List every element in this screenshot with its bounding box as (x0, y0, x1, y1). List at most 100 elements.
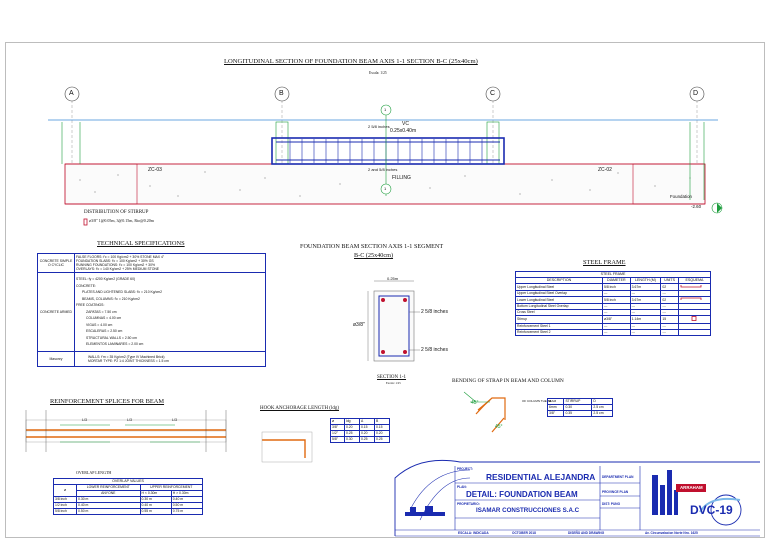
spec-line: STRUCTURAL WALLS = 2.50 cm (86, 335, 137, 340)
brand-label: ARRAHAM (680, 485, 703, 490)
spec-line: BEAMS, COLUMNS: f'c = 210 Kg/cm2 (82, 296, 140, 301)
stirrup-title: DISTRIBUTION OF STIRRUP (84, 210, 149, 215)
section-bottom-bars: 2 5/8 inches (421, 347, 448, 353)
sheet-code: DVC-19 (690, 503, 733, 517)
axis-bubble-b: B (279, 90, 284, 97)
splice-lbl-1: L/3 (82, 418, 87, 422)
spec-line: ESCALERAS = 2.50 cm (86, 329, 123, 334)
bending-title: BENDING OF STRAP IN BEAM AND COLUMN (452, 378, 564, 384)
spec-line: STEEL: fy = 4200 Kg/cm2 (GRADE 60) (76, 277, 136, 282)
spec-content: FALSE FLOORS: f'c = 100 Kg/cm2 + 30% STO… (74, 253, 266, 273)
cell: 2.5 cm (591, 410, 613, 417)
spec-content: WALLS: f'm = 35 Kg/cm2 (Type IV Machined… (74, 351, 266, 367)
hook-title: HOOK ANCHORAGE LENGTH (ldg) (260, 406, 340, 411)
table-row: Reinforcement Steel 2--------- (515, 329, 712, 336)
axis-bubble-d: D (693, 90, 699, 97)
bottom-rebar-label: 2 and 5/8 inches (368, 167, 398, 172)
overlap-length-label: OVERLAP LENGTH (76, 470, 112, 475)
splice-lbl-2: L/3 (127, 418, 132, 422)
field-district: DIST: PUNO (602, 502, 621, 506)
foot-address: Av. Circunvalacion Norte Nro. 1625 (645, 531, 698, 535)
section-scale: Escala: 1/25 (386, 381, 401, 385)
axis-bubble-c: C (490, 90, 496, 97)
section-marker-bottom: 1 (384, 186, 387, 191)
table-row: CONCRETE SIMPLE O CYCLIC FALSE FLOORS: f… (37, 253, 266, 273)
table-row: Reinforcement Steel 1--------- (515, 323, 712, 330)
spec-line: RUNNING FOUNDATIONS: f'c = 100 Kg/cm2 + … (76, 263, 155, 267)
section-top-bars: 2 5/8 inches (421, 309, 448, 315)
vc-label: VC (402, 121, 409, 127)
owner-label: PROPIETARIO: (457, 502, 480, 506)
cell (677, 329, 712, 336)
section-title-line2: B-C (25x40cm) (354, 252, 394, 259)
bending-angle-2: 45° (495, 424, 503, 430)
cell: 0.35 (563, 410, 593, 417)
spec-label: CONCRETE SIMPLE O CYCLIC (37, 253, 75, 273)
cell: 5/8 inch (53, 508, 77, 515)
tech-specs-table: CONCRETE SIMPLE O CYCLIC FALSE FLOORS: f… (37, 253, 266, 367)
plan-label: PLAN: (457, 485, 467, 489)
spec-line: PLATES AND LIGHTENED SLABS: f'c = 210 Kg… (82, 290, 163, 295)
spec-line: FALSE FLOORS: f'c = 100 Kg/cm2 + 30% STO… (76, 255, 165, 259)
splices-title: REINFORCEMENT SPLICES FOR BEAM (50, 398, 165, 405)
level-label: -2.60 (691, 204, 702, 209)
spec-line: ELEMENTOS LAMINARES = 2.00 cm (86, 342, 144, 347)
project-label: PROJECT: (457, 467, 473, 471)
spec-label: CONCRETE ARMED (37, 272, 75, 352)
cell: 0.75 m (170, 508, 204, 515)
cell: --- (629, 329, 662, 336)
cell: Reinforcement Steel 2 (515, 329, 603, 336)
spec-line: FREE COATINGS: (76, 303, 105, 308)
bending-angle-label: OF COLUMN THE BEAM (522, 399, 557, 403)
owner-name: ISAMAR CONSTRUCCIONES S.A.C (476, 507, 580, 514)
splice-lbl-3: L/3 (172, 418, 177, 422)
section-caption: SECTION 1-1 (377, 375, 407, 380)
steel-frame-table: STEEL FRAME DESCRIPTION DIAMETER LENGTH … (515, 271, 712, 336)
foot-scale: ESCALA: INDICADA (458, 531, 489, 535)
project-name: RESIDENTIAL ALEJANDRA (486, 472, 596, 482)
section-width: 0.25m (387, 276, 399, 281)
top-rebar-label: 2 5/8 inches (368, 124, 390, 129)
foot-date: OCTOBER 2018 (512, 531, 536, 535)
cell: 0.25 (373, 436, 391, 443)
spec-line: FOUNDATION SLABS: f'c = 100 Kg/cm2 + 30%… (76, 259, 154, 263)
main-scale: Escala: 1/25 (369, 71, 387, 75)
spec-content: STEEL: fy = 4200 Kg/cm2 (GRADE 60) CONCR… (74, 272, 266, 352)
section-title-line1: FOUNDATION BEAM SECTION AXIS 1-1 SEGMENT (300, 243, 444, 250)
filling-label: FILLING (392, 175, 411, 181)
vc-size-label: 0.25x0.40m (390, 128, 417, 134)
stirrup-text: ø3/8" 1@0.05m, 3@0.15m, Rto@0.20m (89, 218, 154, 223)
cell: 3/8" (546, 410, 565, 417)
spec-line: VIGAS = 4.00 cm (86, 322, 113, 327)
spec-line: WALLS: f'm = 35 Kg/cm2 (Type IV Machined… (88, 354, 165, 359)
foot-design: DISEÑO AND DRAWING (568, 531, 605, 535)
spec-line: CONCRETE: (76, 283, 96, 288)
detail-name: DETAIL: FOUNDATION BEAM (466, 490, 578, 499)
field-department: DEPARTMENT PLAN (602, 475, 634, 479)
zc-right-label: ZC-02 (598, 167, 612, 173)
section-marker-top: 1 (384, 107, 387, 112)
axis-bubble-a: A (69, 90, 74, 97)
table-row: Masonry WALLS: f'm = 35 Kg/cm2 (Type IV … (37, 351, 266, 367)
foundation-label: Foundation (670, 194, 692, 199)
zc-left-label: ZC-03 (148, 167, 162, 173)
spec-line: MORTAR TYPE: P2 1:4 JOINT THICKNESS = 1.… (88, 359, 169, 363)
spec-line: COLUMNAS = 4.00 cm (86, 316, 122, 321)
steel-frame-title: STEEL FRAME (583, 259, 626, 266)
bending-angle-1: 45° (471, 400, 479, 406)
spec-line: ZAPATAS = 7.50 cm (86, 309, 117, 314)
spec-line: OVERLAYS: f'c = 140 Kg/cm2 + 25% MEDIUM … (76, 267, 160, 271)
section-stirrup: ø3/8" (353, 322, 365, 328)
tech-specs-title: TECHNICAL SPECIFICATIONS (97, 240, 185, 247)
main-title: LONGITUDINAL SECTION OF FOUNDATION BEAM … (224, 58, 478, 65)
